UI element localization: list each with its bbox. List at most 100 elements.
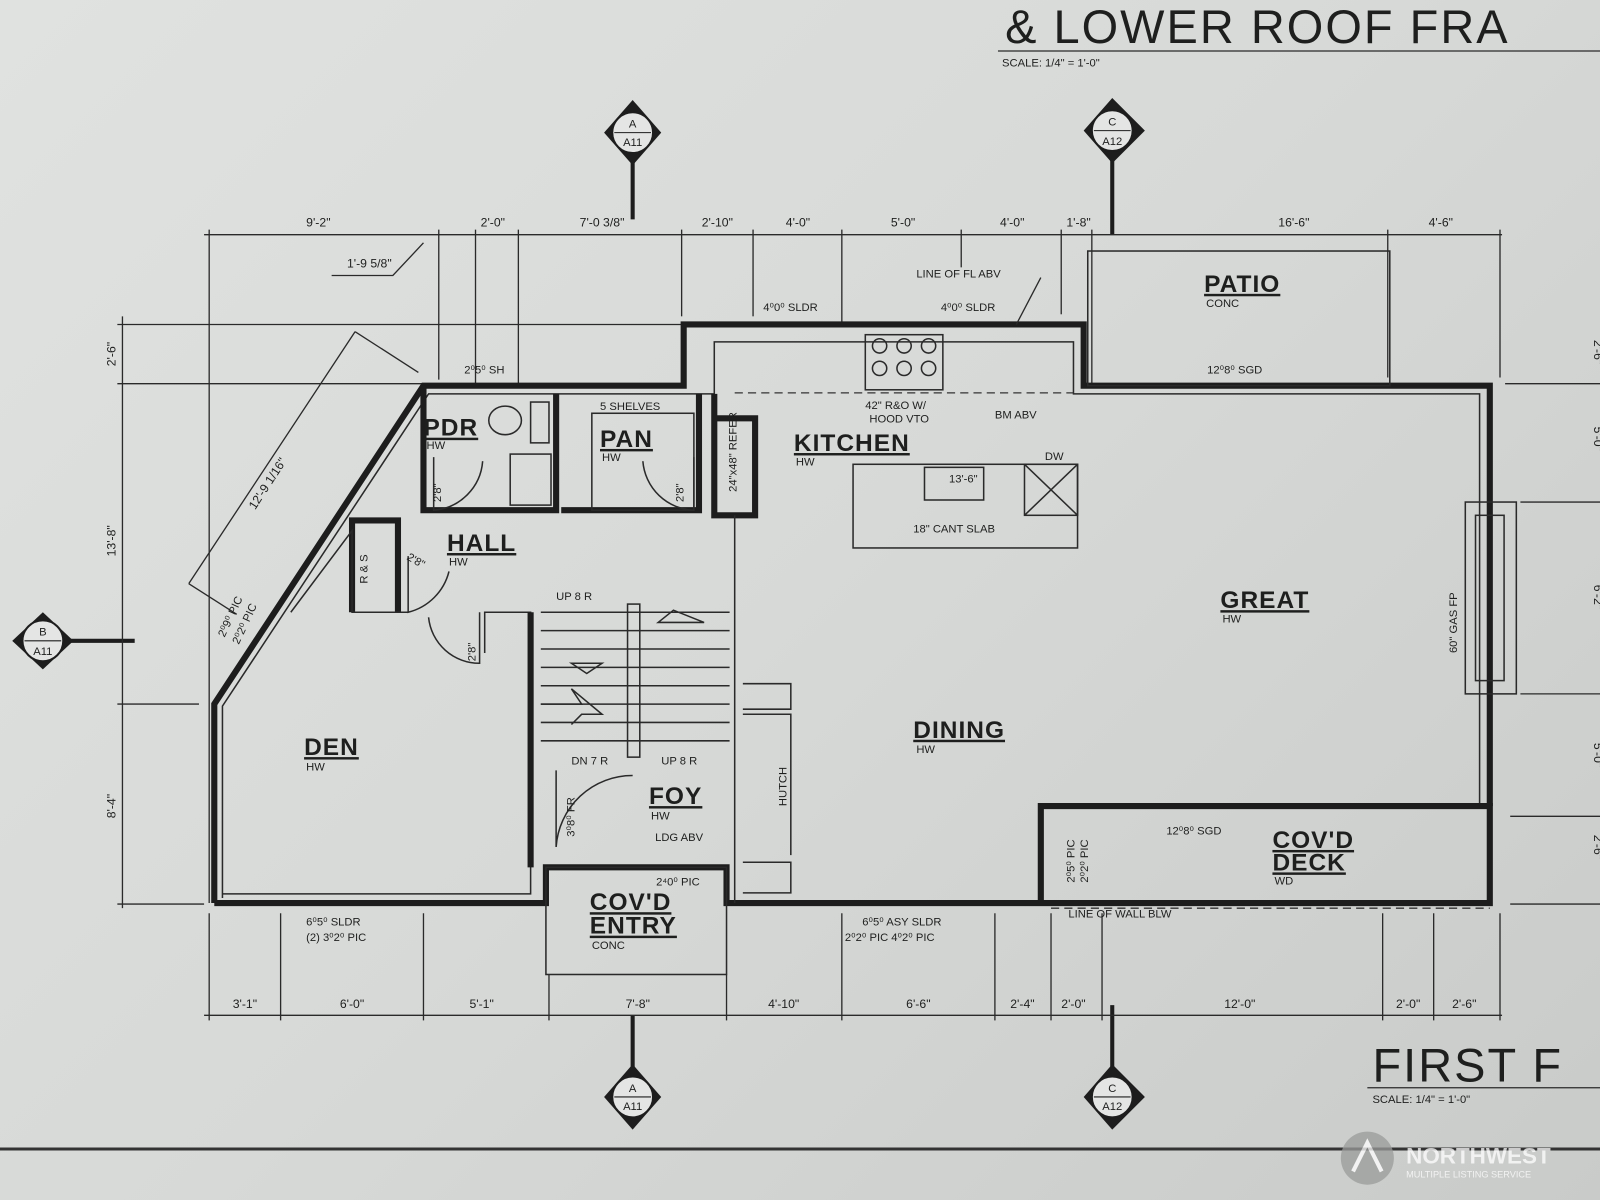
section-marker-c-bottom[interactable]: C A12 <box>1083 1005 1145 1130</box>
svg-text:UP 8 R: UP 8 R <box>556 591 592 603</box>
svg-text:HW: HW <box>1222 613 1241 625</box>
svg-text:24"x48" REFER: 24"x48" REFER <box>728 412 740 492</box>
svg-text:A11: A11 <box>33 646 52 658</box>
svg-text:BM ABV: BM ABV <box>995 409 1037 421</box>
svg-text:5'-0": 5'-0" <box>891 216 915 230</box>
range <box>864 333 944 391</box>
door-closet[interactable] <box>407 556 450 614</box>
svg-text:5'-1": 5'-1" <box>469 997 493 1011</box>
svg-text:PAN: PAN <box>600 426 653 453</box>
svg-text:60" GAS FP: 60" GAS FP <box>1448 592 1460 653</box>
northwest-mls-watermark: NORTHWEST MULTIPLE LISTING SERVICE <box>1340 1131 1551 1185</box>
svg-text:HALL: HALL <box>447 530 516 557</box>
svg-text:4'-0": 4'-0" <box>1000 216 1024 230</box>
svg-text:2'-0": 2'-0" <box>1061 997 1085 1011</box>
svg-text:7'-8": 7'-8" <box>626 997 650 1011</box>
section-marker-b-left[interactable]: B A11 <box>12 612 135 670</box>
svg-text:B: B <box>39 627 46 639</box>
top-dimensions: 9'-2" 2'-0" 7'-0 3/8" 2'-10" 4'-0" 5'-0"… <box>204 216 1503 904</box>
svg-text:HOOD VTO: HOOD VTO <box>869 413 929 425</box>
svg-text:2'-4": 2'-4" <box>1010 997 1034 1011</box>
svg-text:3'-1": 3'-1" <box>233 997 257 1011</box>
svg-text:12⁰8⁰ SGD: 12⁰8⁰ SGD <box>1166 826 1221 838</box>
svg-text:LDG ABV: LDG ABV <box>655 832 704 844</box>
door-pdr[interactable] <box>432 457 484 512</box>
dishwasher <box>1023 463 1079 517</box>
sheet-title-top: & LOWER ROOF FRA <box>1005 1 1510 53</box>
svg-text:9'-2": 9'-2" <box>306 216 330 230</box>
svg-text:8'-4": 8'-4" <box>104 794 118 818</box>
svg-text:7'-0 3/8": 7'-0 3/8" <box>580 216 625 230</box>
svg-text:2'-10": 2'-10" <box>702 216 733 230</box>
sink <box>923 466 985 501</box>
svg-text:MULTIPLE LISTING SERVICE: MULTIPLE LISTING SERVICE <box>1406 1170 1531 1180</box>
scale-bottom: SCALE: 1/4" = 1'-0" <box>1372 1094 1470 1106</box>
plan-notes: 2⁰5⁰ SH 4⁰0⁰ SLDR 4⁰0⁰ SLDR LINE OF FL A… <box>216 269 1460 944</box>
svg-text:1'-8": 1'-8" <box>1066 216 1090 230</box>
svg-text:UP 8 R: UP 8 R <box>661 755 697 767</box>
svg-text:C: C <box>1108 1083 1116 1095</box>
svg-text:DINING: DINING <box>913 717 1005 744</box>
section-marker-c-top[interactable]: C A12 <box>1083 97 1145 235</box>
svg-text:KITCHEN: KITCHEN <box>794 430 910 457</box>
bottom-dimensions: 3'-1" 6'-0" 5'-1" 7'-8" 4'-10" 6'-6" 2'-… <box>204 913 1503 1021</box>
scale-top: SCALE: 1/4" = 1'-0" <box>1002 57 1100 69</box>
svg-text:6'-2": 6'-2" <box>1591 585 1600 609</box>
svg-text:2'8": 2'8" <box>675 483 687 502</box>
toilet <box>488 405 523 436</box>
svg-text:A11: A11 <box>623 137 642 149</box>
svg-text:2⁰5⁰ PIC: 2⁰5⁰ PIC <box>1065 839 1077 882</box>
svg-text:2⁰2⁰ PIC 4⁰2⁰ PIC: 2⁰2⁰ PIC 4⁰2⁰ PIC <box>845 932 935 944</box>
door-den[interactable] <box>427 612 481 665</box>
svg-text:3⁰8⁰ FR: 3⁰8⁰ FR <box>565 797 577 837</box>
svg-text:5'-0": 5'-0" <box>1591 743 1600 767</box>
svg-text:4'-6": 4'-6" <box>1429 216 1453 230</box>
fireplace <box>1464 501 1518 695</box>
svg-text:DECK: DECK <box>1272 849 1345 876</box>
svg-text:13'-8": 13'-8" <box>104 525 118 556</box>
svg-text:A12: A12 <box>1102 1101 1122 1113</box>
section-marker-a-bottom[interactable]: A A11 <box>604 1015 662 1130</box>
svg-text:LINE OF WALL BLW: LINE OF WALL BLW <box>1068 908 1171 920</box>
svg-text:6'-6": 6'-6" <box>906 997 930 1011</box>
left-dimensions: 2'-6" 13'-8" 8'-4" <box>104 316 684 909</box>
door-pantry[interactable] <box>642 457 695 511</box>
svg-text:ENTRY: ENTRY <box>590 913 677 940</box>
svg-text:HW: HW <box>916 744 935 756</box>
svg-text:HW: HW <box>427 440 446 452</box>
svg-text:16'-6": 16'-6" <box>1278 216 1309 230</box>
walls <box>188 250 1518 976</box>
entry-slab <box>545 866 728 976</box>
svg-text:2'8": 2'8" <box>467 643 479 662</box>
svg-text:DEN: DEN <box>304 734 359 761</box>
section-marker-a-top[interactable]: A A11 <box>604 100 662 220</box>
svg-text:6⁰5⁰ SLDR: 6⁰5⁰ SLDR <box>306 917 361 929</box>
sheet-title-bottom: FIRST F <box>1372 1040 1563 1092</box>
svg-text:COV'D: COV'D <box>590 889 672 916</box>
right-dimensions: 2'-6" 5'-0" 6'-2" 5'-0" 2'-6" <box>1505 340 1600 905</box>
svg-text:2'-0": 2'-0" <box>1396 997 1420 1011</box>
svg-text:DN 7 R: DN 7 R <box>571 755 608 767</box>
svg-text:NORTHWEST: NORTHWEST <box>1406 1143 1551 1168</box>
stairs <box>540 603 730 758</box>
svg-text:18" CANT SLAB: 18" CANT SLAB <box>913 524 995 536</box>
svg-text:12'-0": 12'-0" <box>1224 997 1255 1011</box>
front-door[interactable] <box>555 770 633 847</box>
svg-text:2⁰2⁰ PIC: 2⁰2⁰ PIC <box>1079 839 1091 882</box>
patio-slab <box>1086 250 1391 387</box>
svg-text:2'-6": 2'-6" <box>1591 340 1600 364</box>
svg-text:PDR: PDR <box>423 415 478 442</box>
svg-text:5'-0": 5'-0" <box>1591 427 1600 451</box>
svg-text:CONC: CONC <box>1206 298 1239 310</box>
svg-text:HUTCH: HUTCH <box>778 767 790 806</box>
svg-text:(2) 3⁰2⁰ PIC: (2) 3⁰2⁰ PIC <box>306 932 366 944</box>
svg-text:4'-0": 4'-0" <box>786 216 810 230</box>
svg-text:5 SHELVES: 5 SHELVES <box>600 401 660 413</box>
